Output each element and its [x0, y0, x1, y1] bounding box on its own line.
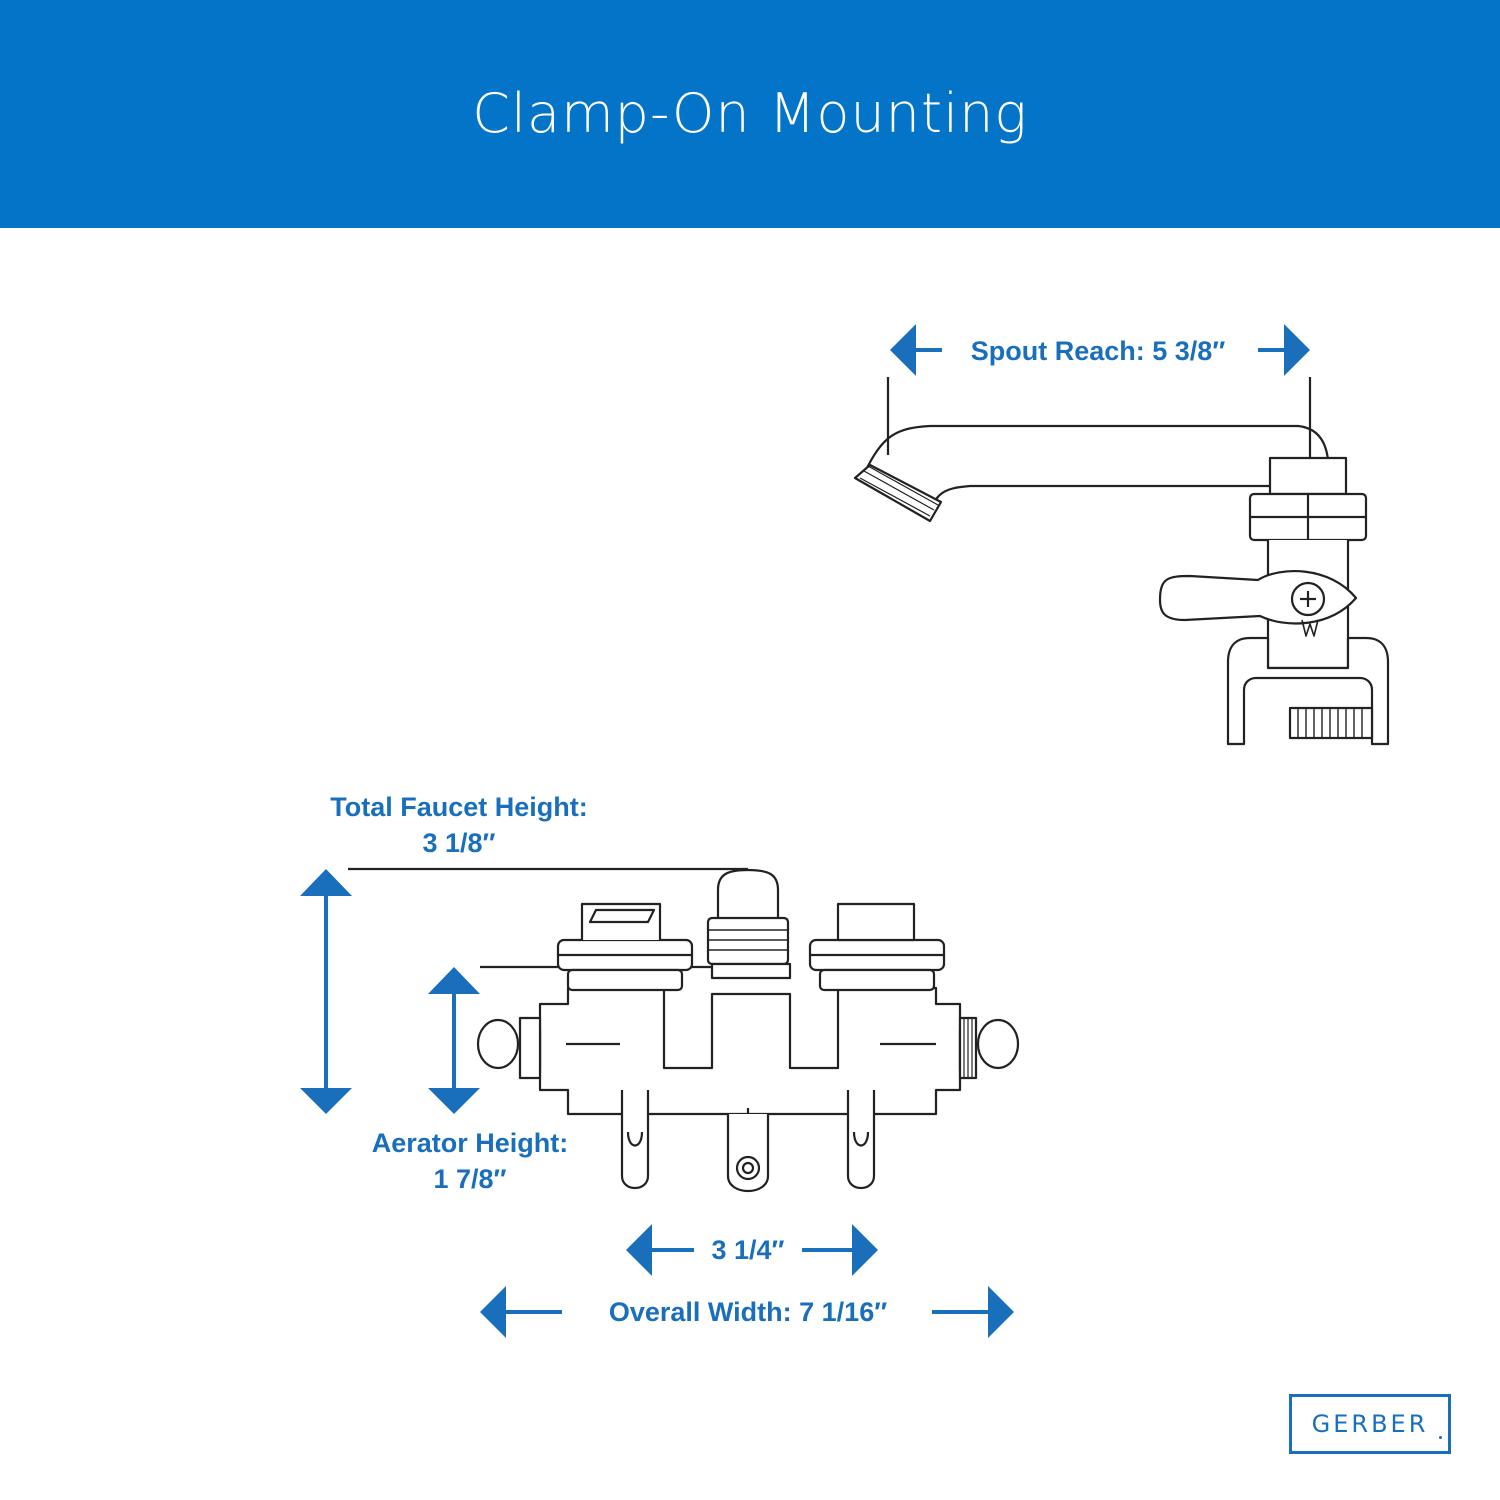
right-valve-bonnet	[808, 902, 946, 992]
clamp-leg-left	[620, 1090, 650, 1190]
total-height-label: Total Faucet Height:	[330, 792, 588, 822]
brand-name: GERBER	[1311, 1410, 1429, 1438]
lever-handle-side	[1158, 570, 1358, 637]
spout-reach-dimension	[890, 324, 1310, 376]
overall-width-label: Overall Width: 7 1/16″	[609, 1297, 887, 1327]
gerber-logo: GERBER	[1289, 1394, 1451, 1454]
spout-reach-label: Spout Reach: 5 3/8″	[971, 336, 1226, 366]
clamp-bracket	[1226, 636, 1390, 746]
clamp-leg-right	[846, 1090, 876, 1190]
left-valve-bonnet	[556, 902, 694, 992]
aerator-side	[853, 463, 943, 523]
aerator-height-value: 1 7/8″	[434, 1164, 507, 1194]
aerator-height-label: Aerator Height:	[372, 1128, 569, 1158]
center-spacing-label: 3 1/4″	[712, 1235, 785, 1265]
center-spacing-dimension	[626, 1224, 878, 1276]
clamp-leg-center	[726, 1114, 770, 1192]
header-banner: Clamp-On Mounting	[0, 0, 1500, 228]
page-title: Clamp-On Mounting	[472, 82, 1028, 145]
trademark-dot	[1439, 1436, 1442, 1439]
left-side-handle	[476, 1016, 542, 1080]
clamp-screw	[1288, 706, 1374, 740]
total-height-dimension	[300, 869, 352, 1114]
center-spout-adapter	[706, 868, 792, 980]
faucet-side-view	[853, 377, 1390, 746]
faucet-front-view	[348, 867, 1020, 1192]
aerator-height-dimension	[428, 967, 480, 1114]
total-height-value: 3 1/8″	[423, 828, 496, 858]
overall-width-dimension	[480, 1286, 1014, 1338]
right-side-handle	[958, 1016, 1020, 1080]
